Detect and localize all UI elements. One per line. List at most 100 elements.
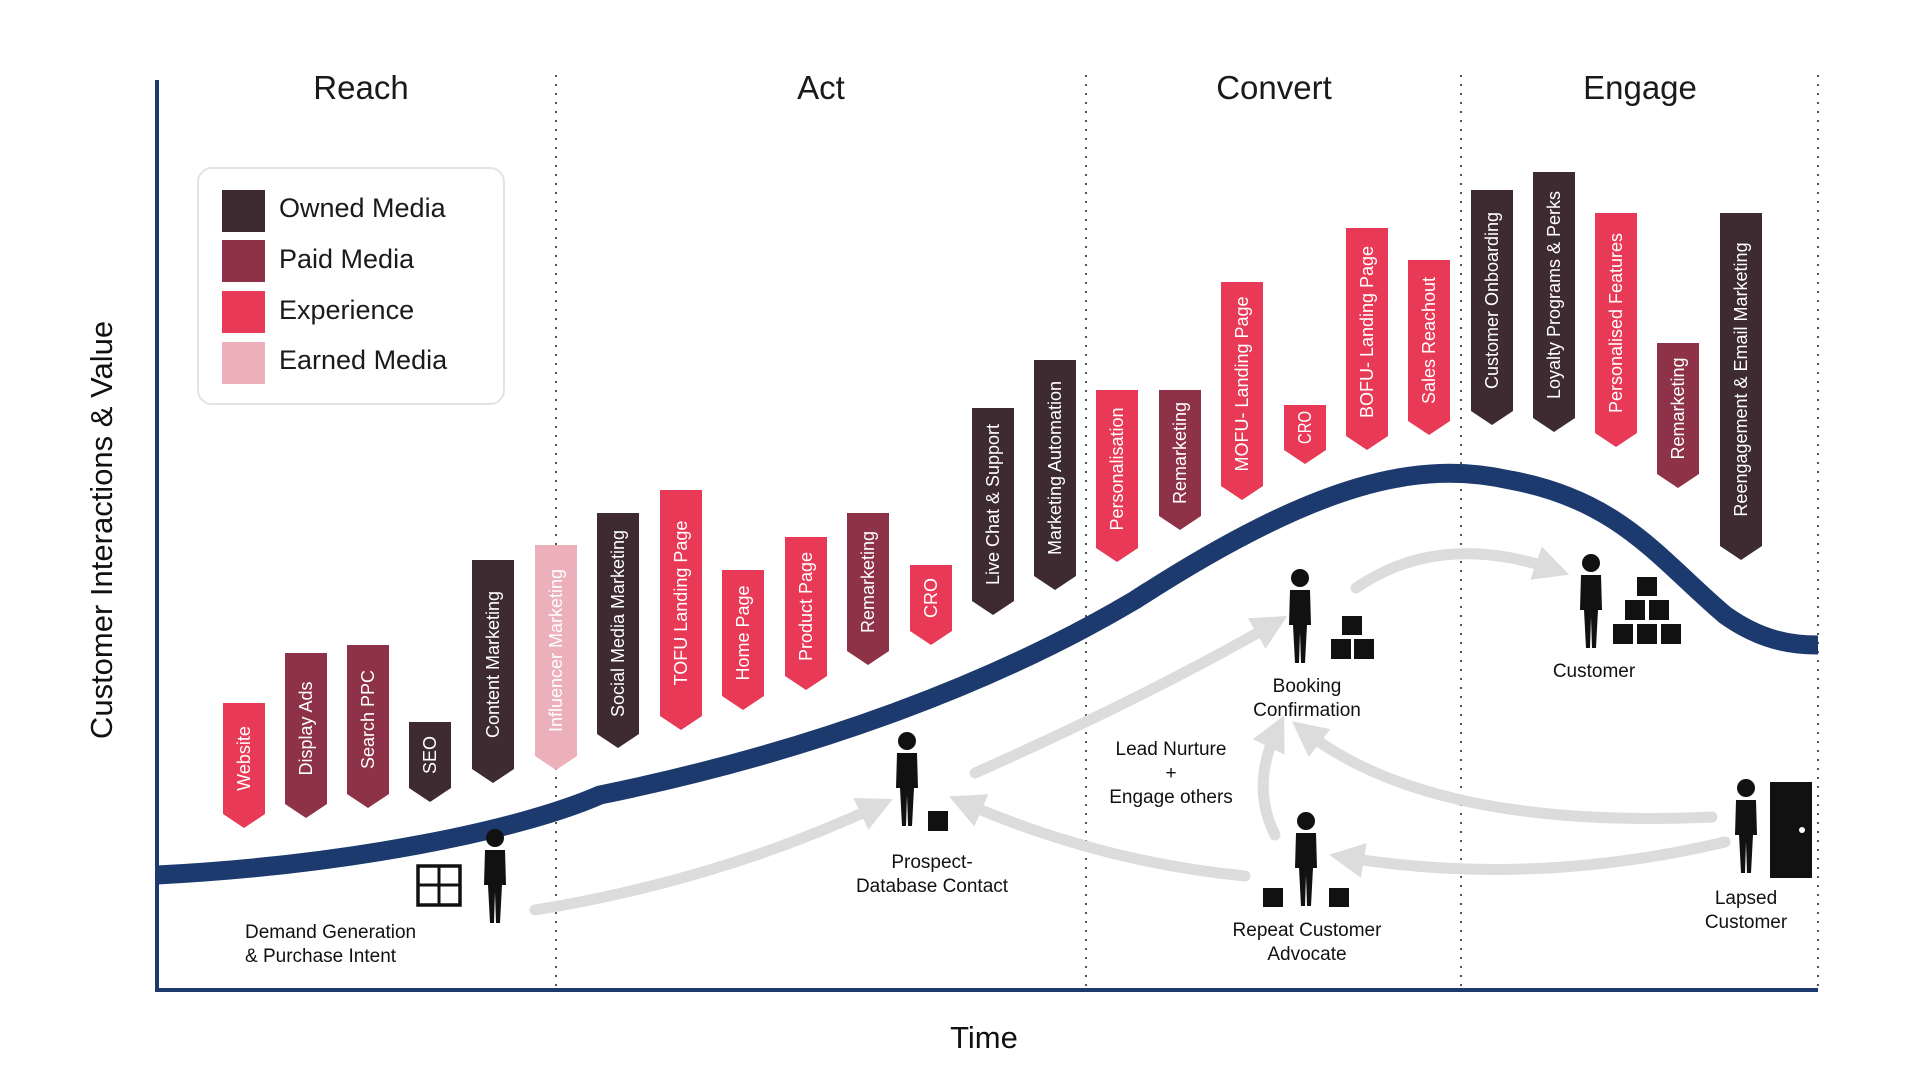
touchpoint-banner: Personalised Features: [1595, 213, 1637, 447]
touchpoint-banner-shape: [409, 722, 451, 802]
x-axis-title: Time: [950, 1020, 1018, 1055]
label-lapsed-1: Lapsed: [1715, 888, 1777, 909]
person-icon: [1735, 779, 1757, 873]
legend-label-experience: Experience: [279, 295, 414, 325]
touchpoint-label: Loyalty Programs & Perks: [1544, 191, 1564, 399]
touchpoint-label: Website: [234, 726, 254, 791]
touchpoint-label: CRO: [1295, 411, 1315, 444]
label-nurture-2: +: [1165, 763, 1176, 784]
person-icon: [1295, 812, 1317, 906]
touchpoint-banner: BOFU- Landing Page: [1346, 228, 1388, 450]
arrow-lapsed-to-booking: [1291, 721, 1718, 824]
touchpoint-banner: Customer Onboarding: [1471, 190, 1513, 425]
label-booking-2: Confirmation: [1253, 700, 1361, 721]
touchpoint-banner-shape: [1159, 390, 1201, 530]
legend-swatch-owned-media: [222, 190, 265, 232]
touchpoint-banner-shape: [223, 703, 265, 828]
touchpoint-banner-shape: [847, 513, 889, 665]
legend-swatch-experience: [222, 291, 265, 333]
label-repeat-2: Advocate: [1267, 944, 1346, 965]
touchpoint-banner-shape: [285, 653, 327, 818]
door-icon: [1770, 782, 1812, 878]
customer-value-curve: [156, 463, 1819, 885]
touchpoint-label: CRO: [921, 578, 941, 618]
label-demand-generation-1: Demand Generation: [245, 922, 416, 943]
touchpoint-banner: Live Chat & Support: [972, 408, 1014, 615]
arrow-lapsed-to-repeat: [1329, 836, 1731, 878]
stage-title-act: Act: [797, 69, 845, 106]
arrow-booking-to-customer: [1350, 546, 1570, 594]
stage-title-convert: Convert: [1216, 69, 1332, 106]
label-repeat-1: Repeat Customer: [1233, 920, 1383, 941]
touchpoint-label: Remarketing: [858, 531, 878, 633]
touchpoint-banner-shape: [1657, 343, 1699, 488]
axes: Customer Interactions & Value Time: [84, 80, 1818, 1055]
touchpoint-banner: MOFU- Landing Page: [1221, 282, 1263, 500]
touchpoint-banner: TOFU Landing Page: [660, 490, 702, 730]
touchpoint-banner-shape: [597, 513, 639, 748]
label-prospect-1: Prospect-: [891, 852, 972, 873]
touchpoint-label: Remarketing: [1170, 402, 1190, 504]
touchpoint-label: Search PPC: [358, 670, 378, 769]
arrow-repeat-to-prospect: [949, 794, 1251, 882]
touchpoint-label: Product Page: [796, 552, 816, 661]
person-icon: [896, 732, 918, 826]
touchpoint-label: TOFU Landing Page: [671, 521, 691, 686]
touchpoint-banner: Social Media Marketing: [597, 513, 639, 748]
stage-title-engage: Engage: [1583, 69, 1697, 106]
label-lapsed-2: Customer: [1705, 912, 1788, 933]
touchpoint-banner-shape: [785, 537, 827, 690]
label-nurture-3: Engage others: [1109, 787, 1233, 808]
box-stack-icon: [1331, 616, 1374, 659]
arrow-prospect-to-booking: [969, 615, 1288, 779]
touchpoint-banner: Display Ads: [285, 653, 327, 818]
touchpoint-banner-shape: [347, 645, 389, 808]
touchpoint-banner-shape: [1346, 228, 1388, 450]
touchpoint-banner: Marketing Automation: [1034, 360, 1076, 590]
legend-swatch-earned-media: [222, 342, 265, 384]
touchpoint-banner-shape: [1096, 390, 1138, 562]
touchpoint-banner: Sales Reachout: [1408, 260, 1450, 435]
touchpoint-label: Sales Reachout: [1419, 277, 1439, 404]
touchpoint-label: Customer Onboarding: [1482, 212, 1502, 389]
label-booking-1: Booking: [1273, 676, 1342, 697]
touchpoint-banner: Influencer Marketing: [535, 545, 577, 770]
touchpoint-banner: CRO: [910, 565, 952, 645]
touchpoint-label: Personalised Features: [1606, 233, 1626, 413]
legend-swatch-paid-media: [222, 240, 265, 282]
person-icon: [484, 829, 506, 923]
touchpoint-label: Content Marketing: [483, 591, 503, 738]
arrow-repeat-to-booking: [1252, 715, 1285, 841]
touchpoint-banner-shape: [1720, 213, 1762, 560]
box-icon: [928, 811, 948, 831]
touchpoint-banner: Website: [223, 703, 265, 828]
touchpoint-label: Influencer Marketing: [546, 569, 566, 732]
touchpoint-banner: Personalisation: [1096, 390, 1138, 562]
touchpoint-label: Home Page: [733, 585, 753, 680]
touchpoint-banner-shape: [1533, 172, 1575, 432]
touchpoint-label: MOFU- Landing Page: [1232, 296, 1252, 471]
window-icon: [416, 864, 462, 907]
touchpoint-label: Remarketing: [1668, 357, 1688, 459]
touchpoint-banner: Remarketing: [1657, 343, 1699, 488]
touchpoint-banner: Search PPC: [347, 645, 389, 808]
touchpoint-banner-shape: [722, 570, 764, 710]
touchpoint-label: BOFU- Landing Page: [1357, 246, 1377, 418]
touchpoint-label: Marketing Automation: [1045, 381, 1065, 555]
touchpoint-banner-shape: [660, 490, 702, 730]
touchpoint-banner: Home Page: [722, 570, 764, 710]
stage-titles: Reach Act Convert Engage: [313, 69, 1697, 106]
box-icon: [1329, 888, 1349, 907]
person-icon: [1289, 569, 1311, 663]
touchpoint-label: Personalisation: [1107, 407, 1127, 530]
touchpoint-banner: Remarketing: [1159, 390, 1201, 530]
touchpoint-label: Reengagement & Email Marketing: [1731, 242, 1751, 516]
touchpoint-banner: Product Page: [785, 537, 827, 690]
persona-labels: Demand Generation & Purchase Intent Pros…: [245, 661, 1788, 967]
touchpoint-banner-shape: [1471, 190, 1513, 425]
touchpoint-banner-shape: [972, 408, 1014, 615]
touchpoint-banner: Remarketing: [847, 513, 889, 665]
touchpoint-banner-shape: [910, 565, 952, 645]
